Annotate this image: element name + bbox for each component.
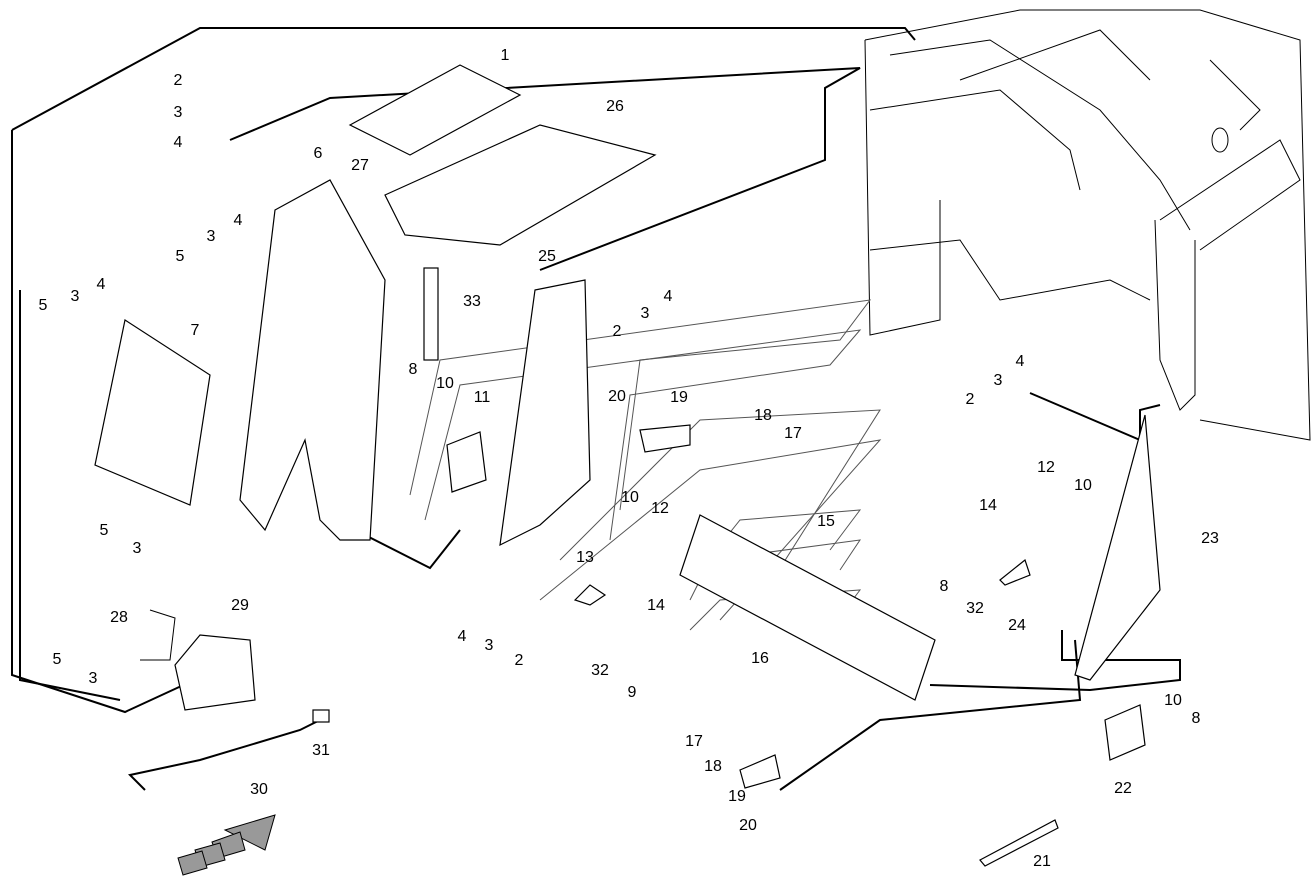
part-28-bracket xyxy=(140,609,176,661)
callout-4: 4 xyxy=(174,134,183,151)
callout-24: 24 xyxy=(1008,617,1026,634)
callout-18: 18 xyxy=(704,758,722,775)
callout-8: 8 xyxy=(409,361,418,378)
callout-25: 25 xyxy=(538,248,556,265)
part-13-bracket xyxy=(573,584,607,606)
callout-21: 21 xyxy=(1033,853,1051,870)
callout-11: 11 xyxy=(474,389,491,406)
callout-12: 12 xyxy=(651,500,669,517)
callout-2: 2 xyxy=(515,652,524,669)
callout-4: 4 xyxy=(664,288,673,305)
callout-29: 29 xyxy=(231,597,249,614)
part-1-plate xyxy=(348,64,522,156)
part-33-strip xyxy=(423,267,439,361)
callout-12: 12 xyxy=(1037,459,1055,476)
callout-10: 10 xyxy=(621,489,639,506)
part-31-valve xyxy=(312,709,330,723)
callout-3: 3 xyxy=(641,305,650,322)
part-21-bar xyxy=(979,819,1059,867)
callout-13: 13 xyxy=(576,549,594,566)
callout-8: 8 xyxy=(1192,710,1201,727)
callout-22: 22 xyxy=(1114,780,1132,797)
callout-14: 14 xyxy=(647,597,665,614)
callout-9: 9 xyxy=(628,684,637,701)
callout-3: 3 xyxy=(207,228,216,245)
callout-18: 18 xyxy=(754,407,772,424)
callout-31: 31 xyxy=(312,742,330,759)
callout-16: 16 xyxy=(751,650,769,667)
assembly-outline xyxy=(11,27,1181,791)
callout-7: 7 xyxy=(191,322,200,339)
callout-10: 10 xyxy=(436,375,454,392)
callout-3: 3 xyxy=(133,540,142,557)
callout-4: 4 xyxy=(97,276,106,293)
callout-2: 2 xyxy=(966,391,975,408)
callout-3: 3 xyxy=(994,372,1003,389)
callout-19: 19 xyxy=(728,788,746,805)
callout-10: 10 xyxy=(1074,477,1092,494)
part-23-plate xyxy=(1074,414,1161,681)
callout-6: 6 xyxy=(314,145,323,162)
callout-5: 5 xyxy=(176,248,185,265)
part-29-tank xyxy=(174,634,256,711)
callout-4: 4 xyxy=(458,628,467,645)
callout-4: 4 xyxy=(1016,353,1025,370)
parts xyxy=(94,64,1161,867)
callout-17: 17 xyxy=(784,425,802,442)
callout-10: 10 xyxy=(1164,692,1182,709)
callout-3: 3 xyxy=(71,288,80,305)
callout-32: 32 xyxy=(591,662,609,679)
callout-19: 19 xyxy=(670,389,688,406)
part-11-plate xyxy=(446,431,487,493)
part-22-plate xyxy=(1104,704,1146,761)
callout-14: 14 xyxy=(979,497,997,514)
callout-1: 1 xyxy=(501,47,510,64)
callout-5: 5 xyxy=(39,297,48,314)
callout-23: 23 xyxy=(1201,530,1219,547)
callout-20: 20 xyxy=(608,388,626,405)
callout-17: 17 xyxy=(685,733,703,750)
callout-27: 27 xyxy=(351,157,369,174)
callout-4: 4 xyxy=(234,212,243,229)
callout-33: 33 xyxy=(463,293,481,310)
callout-8: 8 xyxy=(940,578,949,595)
callout-2: 2 xyxy=(613,323,622,340)
callout-5: 5 xyxy=(53,651,62,668)
part-19-hinge xyxy=(639,424,691,453)
part-25-bracket xyxy=(499,279,591,547)
callout-28: 28 xyxy=(110,609,128,626)
callout-3: 3 xyxy=(485,637,494,654)
part-6-bracket xyxy=(239,179,386,541)
direction-arrow-icon xyxy=(177,814,276,876)
callout-3: 3 xyxy=(89,670,98,687)
callout-20: 20 xyxy=(739,817,757,834)
part-24-bracket xyxy=(999,558,1031,586)
part-26-rail xyxy=(384,124,657,246)
part-7-cover xyxy=(94,319,211,506)
part-19b-hinge xyxy=(739,754,781,789)
machine-frame xyxy=(864,9,1311,441)
callout-32: 32 xyxy=(966,600,984,617)
callout-30: 30 xyxy=(250,781,268,798)
callout-2: 2 xyxy=(174,72,183,89)
part-30-hose xyxy=(127,719,321,791)
part-15-tray xyxy=(679,514,936,701)
callout-3: 3 xyxy=(174,104,183,121)
callout-26: 26 xyxy=(606,98,624,115)
callout-5: 5 xyxy=(100,522,109,539)
callout-15: 15 xyxy=(817,513,835,530)
